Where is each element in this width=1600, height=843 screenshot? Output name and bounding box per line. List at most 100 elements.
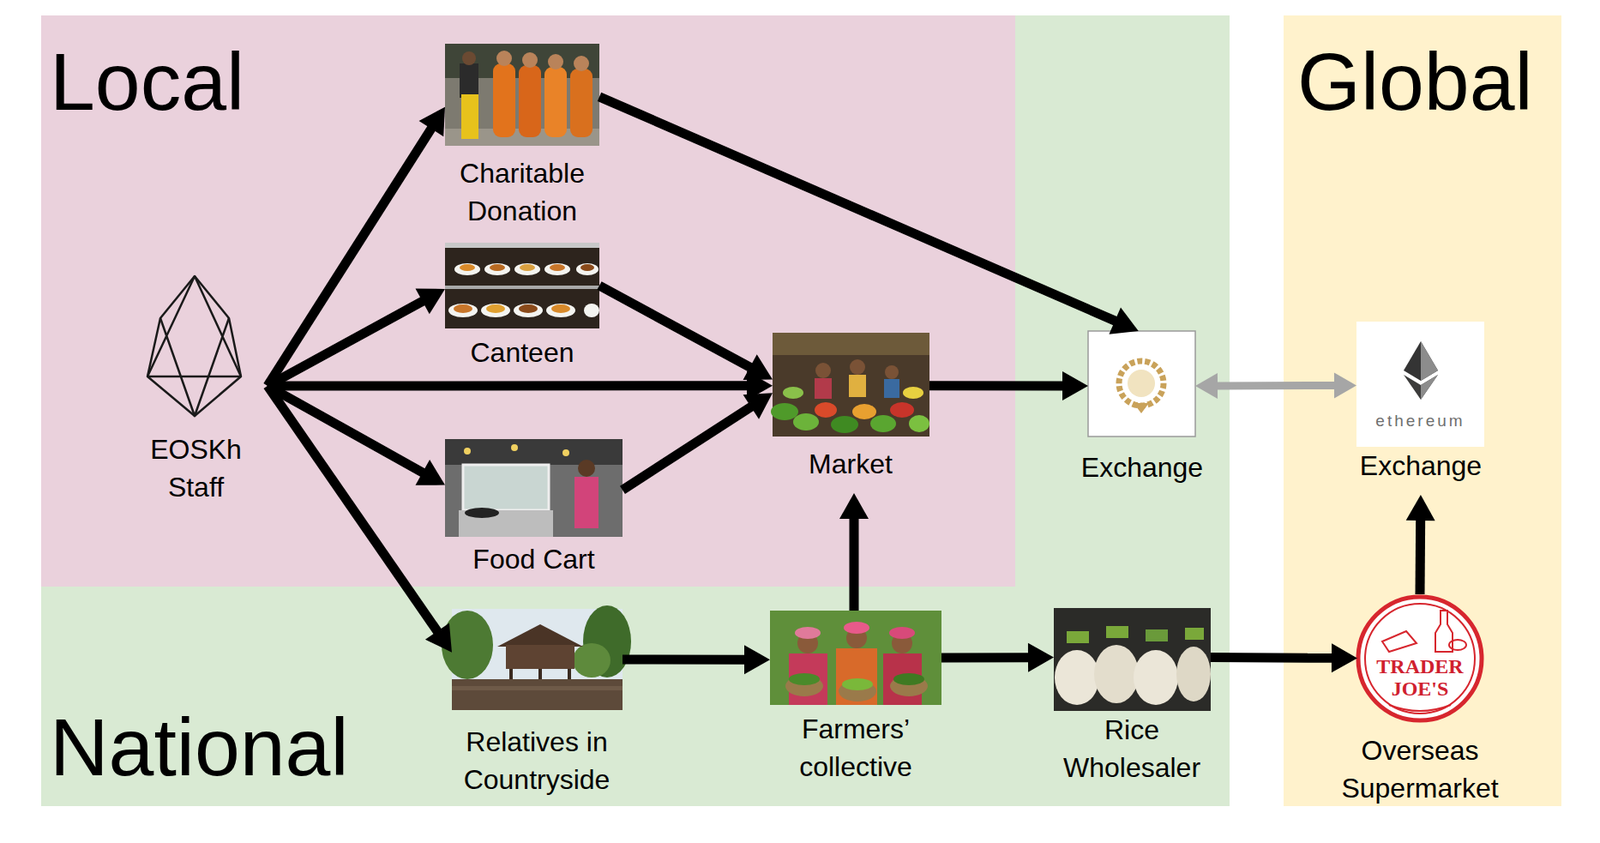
supermarket-node: TRADER JOE'SOverseas Supermarket bbox=[1334, 594, 1506, 807]
flow-arrow bbox=[941, 643, 1054, 673]
photo-farmers bbox=[769, 610, 942, 705]
photo-farmers-part bbox=[769, 610, 942, 705]
photo-market-part bbox=[852, 403, 877, 420]
flow-arrow bbox=[622, 644, 770, 674]
arrow-head bbox=[415, 459, 446, 486]
photo-canteen-part bbox=[519, 264, 536, 271]
link-arrow bbox=[1195, 372, 1357, 399]
arrow-line bbox=[622, 405, 752, 490]
photo-canteen-part bbox=[546, 303, 576, 318]
node-caption: Exchange bbox=[1335, 446, 1507, 485]
photo-node: Relatives in Countryside bbox=[446, 608, 627, 799]
arrow-head bbox=[1062, 371, 1089, 401]
region-label: National bbox=[49, 706, 1230, 788]
logo-text: ethereum bbox=[1360, 411, 1481, 431]
photo-almsgiving-part bbox=[522, 52, 538, 68]
image-area: ethereum bbox=[1356, 321, 1485, 447]
node-caption: Canteen bbox=[436, 333, 608, 372]
photo-node: Canteen bbox=[436, 242, 608, 372]
photo-canteen-part bbox=[513, 303, 543, 318]
photo-food-cart-part bbox=[463, 464, 549, 511]
region-fill-part bbox=[1283, 15, 1562, 807]
photo-canteen-part bbox=[459, 264, 476, 271]
photo-node: Food Cart bbox=[445, 439, 623, 578]
photo-canteen-part bbox=[489, 264, 506, 271]
exchange-logo bbox=[1088, 330, 1196, 437]
flow-arrow bbox=[929, 371, 1089, 401]
arrow-head bbox=[1195, 372, 1218, 399]
arrow-head bbox=[1406, 494, 1436, 521]
region-fill bbox=[41, 15, 1562, 807]
photo-countryside-part bbox=[505, 644, 575, 669]
photo-food-cart-part bbox=[463, 447, 471, 455]
photo-food-cart-part bbox=[511, 444, 518, 452]
exchange-node: ethereumExchange bbox=[1335, 321, 1507, 485]
photo-node: Charitable Donation bbox=[436, 43, 608, 230]
node-caption: Farmers’ collective bbox=[769, 709, 942, 786]
node-caption: EOSKh Staff bbox=[124, 430, 268, 506]
photo-rice-sacks bbox=[1053, 607, 1211, 711]
photo-rice-sacks-part bbox=[1066, 631, 1089, 644]
arrow-head bbox=[1028, 643, 1054, 673]
image-area bbox=[445, 439, 623, 537]
photo-food-cart-part bbox=[445, 439, 623, 537]
eos-logo-part bbox=[147, 276, 241, 416]
image-area bbox=[451, 608, 623, 710]
photo-rice-sacks-part bbox=[1053, 607, 1211, 711]
arrow-head bbox=[839, 493, 869, 519]
photo-food-cart-part bbox=[464, 507, 500, 518]
photo-almsgiving-part bbox=[462, 51, 476, 66]
photo-farmers-part bbox=[842, 678, 873, 691]
photo-countryside-part bbox=[509, 668, 513, 681]
arrow-head bbox=[743, 392, 773, 420]
photo-market-part bbox=[814, 378, 832, 399]
photo-almsgiving-part bbox=[493, 63, 516, 138]
region-fill-part bbox=[41, 15, 1016, 587]
photo-almsgiving-part bbox=[461, 94, 479, 139]
supermarket-logo-part bbox=[1365, 603, 1475, 714]
photo-rice-sacks-part bbox=[1176, 646, 1211, 702]
photo-almsgiving-part bbox=[573, 55, 590, 72]
node-caption: Overseas Supermarket bbox=[1334, 731, 1506, 807]
arrow-line bbox=[267, 385, 439, 633]
photo-canteen-part bbox=[486, 304, 506, 313]
photo-countryside-part bbox=[497, 624, 584, 647]
photo-canteen-part bbox=[445, 242, 600, 329]
photo-farmers-part bbox=[893, 673, 925, 686]
photo-canteen-part bbox=[484, 263, 511, 276]
photo-almsgiving-part bbox=[570, 68, 593, 138]
region-band: NationalLocalEOSKh StaffCharitable Donat… bbox=[41, 15, 1230, 807]
flow-arrow bbox=[839, 493, 869, 611]
photo-farmers-part bbox=[889, 626, 915, 639]
photo-canteen-part bbox=[583, 303, 600, 318]
photo-market-part bbox=[908, 415, 930, 433]
photo-canteen-part bbox=[481, 303, 511, 318]
flow-arrow bbox=[599, 285, 773, 380]
photo-market-part bbox=[772, 332, 930, 355]
photo-almsgiving-part bbox=[496, 50, 512, 67]
arrow-line bbox=[267, 385, 425, 474]
photo-food-cart bbox=[445, 439, 623, 537]
photo-market-part bbox=[849, 359, 866, 375]
arrow-head bbox=[425, 622, 452, 652]
photo-almsgiving bbox=[445, 43, 600, 146]
arrow-line bbox=[941, 652, 1030, 662]
photo-almsgiving-part bbox=[459, 63, 479, 98]
ethereum-logo bbox=[1356, 321, 1485, 447]
photo-market-part bbox=[884, 365, 899, 379]
region-label: Global bbox=[1297, 41, 1562, 123]
photo-market-part bbox=[902, 386, 924, 399]
arrow-head bbox=[1331, 643, 1358, 673]
image-area bbox=[143, 273, 246, 419]
photo-canteen-part bbox=[580, 264, 595, 271]
photo-market bbox=[770, 332, 930, 437]
ethereum-logo-part bbox=[1403, 341, 1438, 381]
flow-arrow bbox=[1210, 643, 1358, 673]
ethereum-logo-part bbox=[1403, 374, 1438, 400]
eos-logo bbox=[147, 276, 241, 416]
exchange-logo-part bbox=[1127, 369, 1155, 397]
photo-canteen-part bbox=[454, 263, 481, 276]
photo-rice-sacks-part bbox=[1145, 629, 1168, 642]
photo-node: Market bbox=[764, 332, 937, 483]
